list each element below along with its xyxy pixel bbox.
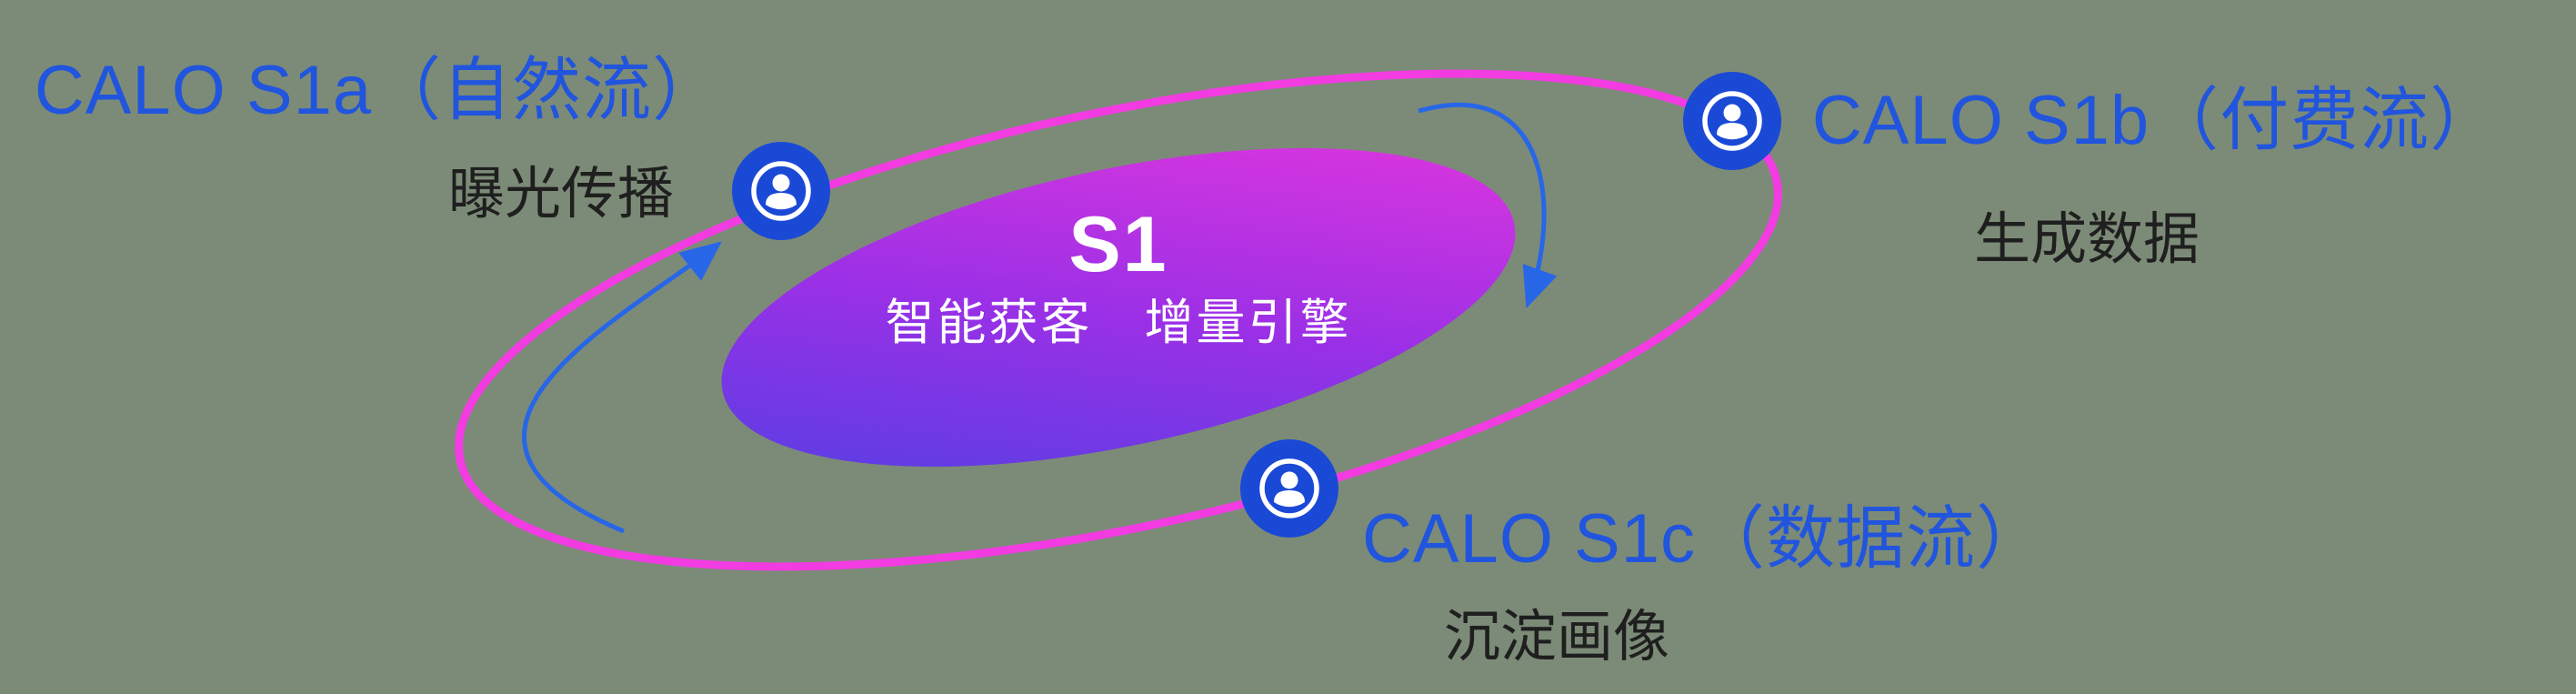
- node-s1b: [1683, 72, 1781, 170]
- core-label-group: S1 智能获客 增量引擎: [886, 206, 1352, 347]
- node-s1b-title: CALO S1b（付费流）: [1811, 82, 2501, 159]
- node-s1c: [1240, 439, 1338, 538]
- node-s1c-title: CALO S1c（数据流）: [1361, 500, 2047, 578]
- node-s1a: [732, 142, 830, 240]
- core-subtitle: 智能获客 增量引擎: [885, 296, 1352, 350]
- core-title: S1: [1068, 201, 1168, 288]
- node-s1a-subtitle: 曝光传播: [447, 163, 675, 226]
- flow-arrow-right: [1418, 102, 1558, 309]
- user-in-circle-icon: [1702, 91, 1762, 151]
- user-in-circle-icon: [1259, 458, 1319, 518]
- node-s1b-subtitle: 生成数据: [1973, 208, 2200, 271]
- node-s1a-title: CALO S1a（自然流）: [34, 52, 723, 129]
- core-ellipse: [721, 147, 1516, 468]
- flow-arrow-left: [522, 241, 722, 534]
- node-s1c-subtitle: 沉淀画像: [1443, 606, 1670, 669]
- orbit-ring: [455, 69, 1782, 571]
- user-in-circle-icon: [751, 161, 811, 221]
